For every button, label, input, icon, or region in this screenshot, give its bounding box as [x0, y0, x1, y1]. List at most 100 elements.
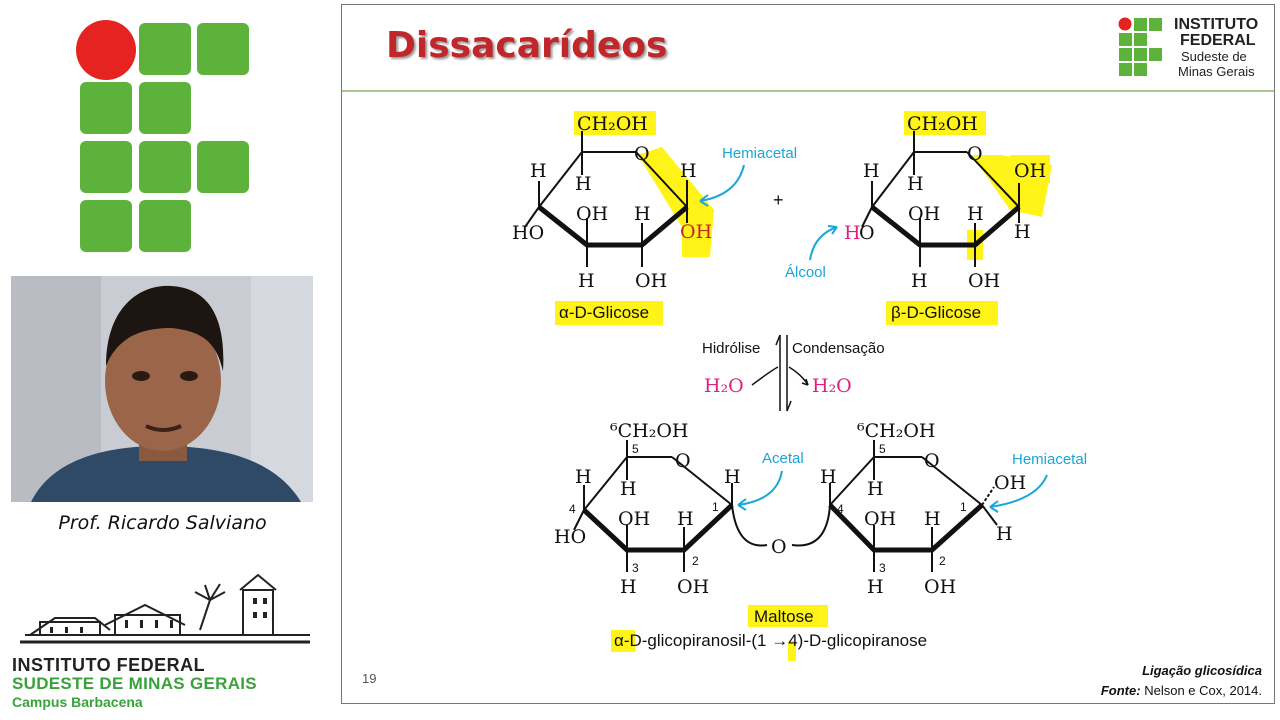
beta-h-c2: H [967, 203, 984, 225]
maltose-h-c1-right: H [996, 523, 1013, 545]
beta-oh-anomeric: OH [1014, 160, 1046, 182]
h2o-right: H₂O [812, 375, 852, 397]
maltose-ho-c4-left: HO [554, 526, 586, 548]
num-3-left: 3 [632, 561, 639, 575]
alpha-oh-c3: OH [576, 203, 608, 225]
maltose-ring-o-right: O [924, 450, 940, 472]
maltose-h-c3-right: H [867, 576, 884, 598]
maltose-oh-c2-left: OH [677, 576, 709, 598]
if-logo-block [80, 200, 132, 252]
figure-caption: Ligação glicosídica Fonte: Nelson e Cox,… [1101, 661, 1262, 701]
label-hidrolise: Hidrólise [702, 340, 760, 357]
maltose-rings [573, 440, 998, 572]
maltose-h-c3-left: H [620, 576, 637, 598]
caption-source-text: Nelson e Cox, 2014. [1144, 683, 1262, 698]
num-5-left: 5 [632, 442, 639, 456]
beta-glucose-ring [861, 131, 1021, 267]
beta-ch2oh: CH₂OH [907, 113, 978, 135]
if-logo-block [139, 23, 191, 75]
alpha-h-c5-down: H [575, 173, 592, 195]
beta-h-alcohol: H [844, 222, 861, 244]
maltose-oh-anomeric: OH [994, 472, 1026, 494]
slide-title: Dissacarídeos [386, 25, 668, 66]
highlights [555, 111, 1052, 661]
maltose-oh-c3-left: OH [618, 508, 650, 530]
label-beta-glucose: β-D-Glicose [891, 303, 981, 322]
page-number: 19 [362, 671, 377, 686]
label-condensacao: Condensação [792, 340, 885, 357]
if-logo [76, 20, 249, 252]
campus-logo-line1: INSTITUTO FEDERAL [12, 655, 206, 675]
beta-ring-oxygen: O [967, 143, 983, 165]
beta-h-c3: H [911, 270, 928, 292]
maltose-h-c5-down-left: H [620, 478, 637, 500]
label-hemiacetal-top: Hemiacetal [722, 145, 797, 162]
if-logo-block [197, 141, 249, 193]
presenter-video-frame [11, 276, 313, 502]
campus-logo-line2: SUDESTE DE MINAS GERAIS [12, 674, 257, 693]
institution-logo: INSTITUTO FEDERAL Sudeste de Minas Gerai… [1118, 17, 1268, 83]
caption-source: Fonte: Nelson e Cox, 2014. [1101, 681, 1262, 701]
blue-arrows [699, 164, 1048, 513]
num-4-left: 4 [569, 502, 576, 516]
label-maltose-iupac: α-D-glicopiranosil-(1 →4)-D-glicopiranos… [614, 631, 927, 650]
label-acetal: Acetal [762, 450, 804, 467]
beta-h-c5: H [863, 160, 880, 182]
left-panel: Prof. Ricardo Salviano INSTITUTO FEDERAL… [0, 0, 330, 720]
presenter-name: Prof. Ricardo Salviano [58, 512, 267, 534]
alpha-ch2oh: CH₂OH [577, 113, 648, 135]
beta-h-c5-down: H [907, 173, 924, 195]
slide: Dissacarídeos INSTITUTO FEDERAL Sudeste … [341, 4, 1275, 704]
maltose-h-c5-right: H [867, 478, 884, 500]
maltose-h-c4-right: H [820, 466, 837, 488]
maltose-h-c1-left: H [724, 466, 741, 488]
beta-o-c4: O [859, 222, 875, 244]
if-logo-block [80, 82, 132, 134]
maltose-ch2oh-right: ⁶CH₂OH [857, 420, 936, 442]
maltose-oh-c3-right: OH [864, 508, 896, 530]
alpha-ho-c4: HO [512, 222, 544, 244]
label-alpha-glucose: α-D-Glicose [559, 303, 649, 322]
caption-source-label: Fonte: [1100, 683, 1141, 698]
alpha-h-c5: H [530, 160, 547, 182]
if-logo-block [197, 23, 249, 75]
maltose-formation-diagram: CH₂OH O H H H HO OH H OH H OH CH₂OH O H … [512, 111, 1087, 661]
if-logo-block [80, 141, 132, 193]
maltose-oh-c2-right: OH [924, 576, 956, 598]
num-2-left: 2 [692, 554, 699, 568]
alpha-h-c1: H [680, 160, 697, 182]
h2o-left: H₂O [704, 375, 744, 397]
institution-logo-icon [1118, 17, 1162, 76]
header-divider [342, 90, 1274, 92]
alpha-oh-c2: OH [635, 270, 667, 292]
alpha-h-c3: H [578, 270, 595, 292]
label-hemiacetal-bottom: Hemiacetal [1012, 451, 1087, 468]
if-logo-block [139, 141, 191, 193]
beta-oh-c3: OH [908, 203, 940, 225]
campus-logo-line3: Campus Barbacena [12, 694, 143, 710]
institution-line3: Sudeste de [1181, 49, 1247, 64]
if-logo-block [139, 200, 191, 252]
webcam-video [11, 276, 313, 502]
num-2-right: 2 [939, 554, 946, 568]
alpha-glucose-ring [524, 131, 689, 267]
if-logo-red-circle [76, 20, 136, 80]
caption-title: Ligação glicosídica [1142, 663, 1262, 678]
num-3-right: 3 [879, 561, 886, 575]
maltose-h-c2-right: H [924, 508, 941, 530]
num-5-right: 5 [879, 442, 886, 456]
beta-h-c1: H [1014, 221, 1031, 243]
plus-sign: + [773, 190, 784, 210]
institution-line2: FEDERAL [1180, 32, 1256, 49]
alpha-ring-oxygen: O [634, 143, 650, 165]
label-maltose: Maltose [754, 607, 814, 626]
alpha-h-c2: H [634, 203, 651, 225]
equilibrium-arrows [751, 334, 809, 412]
num-1-right: 1 [960, 500, 967, 514]
num-4-right: 4 [837, 502, 844, 516]
maltose-h-c2-left: H [677, 508, 694, 530]
alpha-oh-anomeric: OH [680, 221, 712, 243]
if-logo-block [139, 82, 191, 134]
maltose-ch2oh-left: ⁶CH₂OH [610, 420, 689, 442]
campus-logo: INSTITUTO FEDERAL SUDESTE DE MINAS GERAI… [10, 570, 320, 720]
